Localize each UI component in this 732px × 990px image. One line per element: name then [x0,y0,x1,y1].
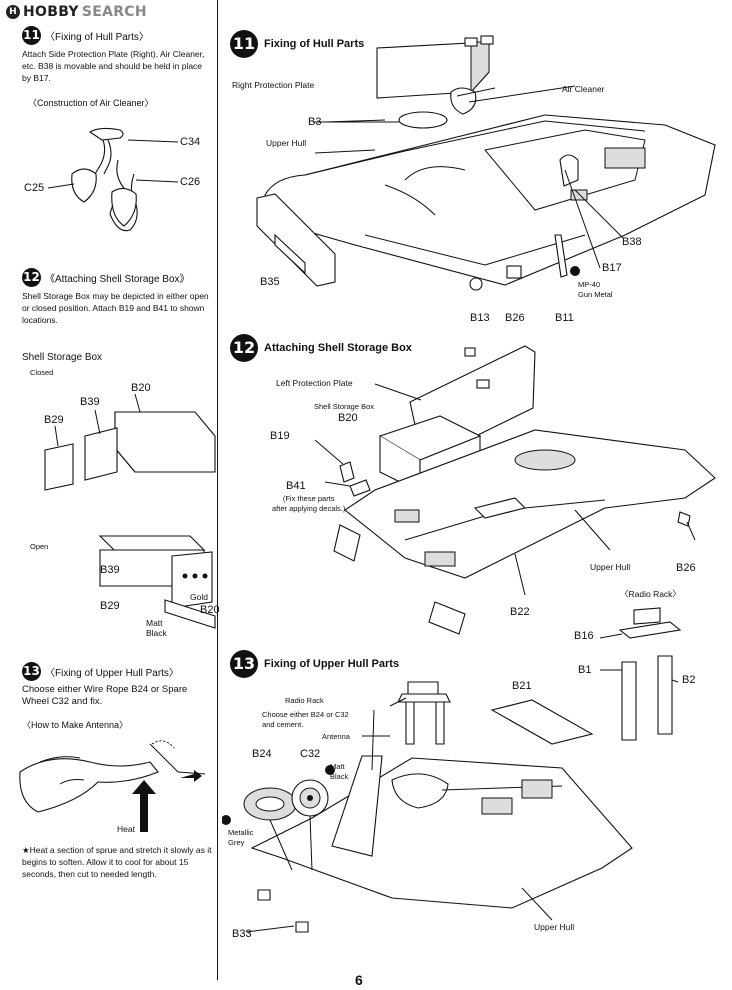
antenna-subtitle: 〈How to Make Antenna〉 [22,720,129,730]
part-label-b29-closed: B29 [44,414,64,426]
step13-hull-diagram [222,681,633,933]
part-label-b17: B17 [602,262,622,274]
part-label-b16: B16 [574,630,594,642]
closed-label: Closed [30,368,54,377]
part-label-b13: B13 [470,312,490,324]
upper-hull-label-11: Upper Hull [266,138,307,148]
shell-storage-box-label: Shell Storage Box [314,402,375,411]
right-step12-title: Attaching Shell Storage Box [264,342,412,354]
part-label-b20-open: B20 [200,604,220,616]
step-number-badge: 12 [230,334,258,362]
part-label-b26: B26 [505,312,525,324]
step-number-badge: 11 [22,26,41,45]
air-cleaner-diagram [47,127,179,232]
left-step12-heading: 12 《Attaching Shell Storage Box》 [22,268,190,287]
shell-box-open-diagram [98,535,216,629]
part-label-b33: B33 [232,928,252,940]
left-step12-title: 《Attaching Shell Storage Box》 [45,274,190,285]
part-label-c32: C32 [300,748,321,760]
step12-hull-diagram [314,345,716,635]
left-step11-text: Attach Side Protection Plate (Right), Ai… [22,49,205,83]
step-number-badge: 12 [22,268,41,287]
part-label-b24: B24 [252,748,272,760]
upper-hull-label-12: Upper Hull [590,562,631,572]
part-label-b35: B35 [260,276,280,288]
antenna-hand-diagram [19,740,206,832]
step-number-badge: 11 [230,30,258,58]
heat-label: Heat [117,824,135,834]
part-label-b39-closed: B39 [80,396,100,408]
part-label-b19: B19 [270,430,290,442]
right-protection-plate-label: Right Protection Plate [232,80,315,90]
right-step13-title: Fixing of Upper Hull Parts [264,658,400,670]
left-protection-plate-label: Left Protection Plate [276,378,353,388]
open-label: Open [30,542,49,551]
step-number-badge: 13 [22,662,41,681]
part-label-c26: C26 [180,176,201,188]
part-label-c25: C25 [24,182,45,194]
part-label-b38: B38 [622,236,642,248]
logo-brand-2: SEARCH [81,4,147,20]
right-step11-title: Fixing of Hull Parts [264,38,365,50]
mp40-label: MP-40 Gun Metal [578,280,613,299]
upper-hull-label-13: Upper Hull [534,922,575,932]
matt-black-label-13: Matt Black [330,762,349,781]
antenna-note: ★Heat a section of sprue and stretch it … [22,845,212,879]
part-label-b29-open: B29 [100,600,120,612]
part-label-b21: B21 [512,680,532,692]
part-label-b39-open: B39 [100,564,120,576]
part-label-b41: B41 [286,480,306,492]
left-step12-text: Shell Storage Box may be depicted in eit… [22,291,209,325]
logo-mark-icon: H [6,5,20,19]
shell-box-closed-diagram [44,393,216,491]
radio-rack-label: Radio Rack [285,696,324,705]
step-number-badge: 13 [230,650,258,678]
metallic-grey-label: Metallic Grey [228,828,254,847]
column-divider [217,0,218,980]
part-label-b26-12: B26 [676,562,696,574]
hobby-search-logo: H HOBBY SEARCH [6,4,147,20]
left-step13-heading: 13 〈Fixing of Upper Hull Parts〉 [22,662,179,681]
part-label-b20-right: B20 [338,412,358,424]
right-step11-heading: 11 Fixing of Hull Parts [230,30,364,58]
shell-storage-box-subtitle: Shell Storage Box [22,352,103,363]
radio-rack-diagram [600,607,682,741]
part-label-b11: B11 [555,312,574,324]
choose-b24-c32-note: Choose either B24 or C32 and cement. [262,710,349,729]
air-cleaner-label: Air Cleaner [562,84,605,94]
gold-label: Gold [190,592,208,602]
matt-black-label: Matt Black [146,618,167,638]
left-step11-title: 〈Fixing of Hull Parts〉 [45,32,149,43]
page-number: 6 [355,972,363,988]
part-label-b2: B2 [682,674,696,686]
air-cleaner-subtitle: 〈Construction of Air Cleaner〉 [28,98,154,108]
left-step13-text: Choose either Wire Rope B24 or Spare Whe… [22,684,188,707]
right-step13-heading: 13 Fixing of Upper Hull Parts [230,650,399,678]
part-label-b1: B1 [578,664,592,676]
antenna-label: Antenna [322,732,350,741]
part-label-c34: C34 [180,136,201,148]
part-label-b22: B22 [510,606,530,618]
logo-brand: HOBBY [23,4,79,20]
part-label-b3: B3 [308,116,322,128]
fix-after-decals-note: (Fix these parts after applying decals.) [272,494,346,513]
left-step11-heading: 11 〈Fixing of Hull Parts〉 [22,26,149,45]
part-label-b20-closed: B20 [131,382,151,394]
step11-hull-diagram [256,35,716,291]
left-column: 11 〈Fixing of Hull Parts〉 Attach Side Pr… [0,0,220,990]
left-step13-title: 〈Fixing of Upper Hull Parts〉 [45,668,179,679]
radio-rack-title: 〈Radio Rack〉 [620,589,681,599]
right-step12-heading: 12 Attaching Shell Storage Box [230,334,412,362]
